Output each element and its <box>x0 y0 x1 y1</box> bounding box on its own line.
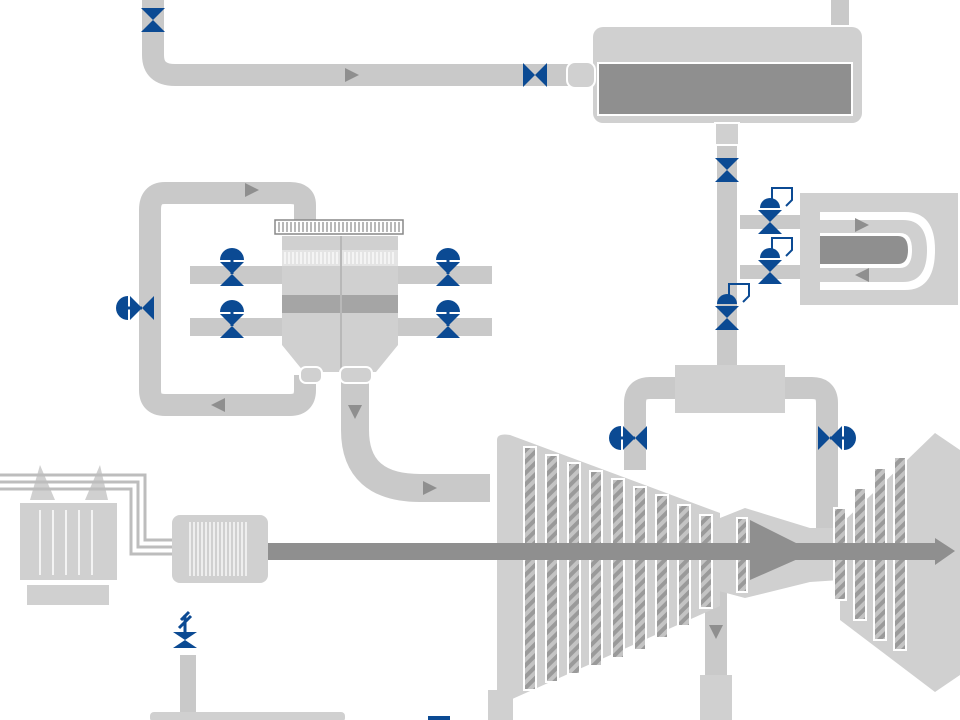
flow-arrows <box>211 68 869 639</box>
bottom-tank <box>150 712 345 720</box>
gate-valve-icon[interactable] <box>220 300 244 338</box>
flow-arrow-icon <box>423 481 437 495</box>
gate-valve-icon[interactable] <box>715 283 750 330</box>
shaft-tip <box>935 538 955 565</box>
gate-valve-icon[interactable] <box>609 426 647 450</box>
valves <box>116 8 856 648</box>
flow-arrow-icon <box>211 398 225 412</box>
vessel-outlet-left <box>299 366 323 384</box>
top-pipe <box>142 0 585 86</box>
gate-valve-icon[interactable] <box>523 63 547 87</box>
turbine-blade <box>699 514 713 609</box>
condenser-nozzle <box>566 61 596 89</box>
vessel-grid-lines <box>278 222 400 232</box>
flow-arrow-icon <box>245 183 259 197</box>
turbine-blade <box>523 446 537 691</box>
turbine-blade <box>589 470 603 667</box>
turbine-blade <box>611 478 625 659</box>
gate-valve-icon[interactable] <box>220 248 244 286</box>
vessel-grid-lines-2 <box>284 252 394 264</box>
transformer-fins <box>39 510 93 575</box>
flow-arrow-icon <box>348 405 362 419</box>
turbine-blade <box>545 454 559 683</box>
u-tube-dark <box>820 236 908 264</box>
equipment <box>0 27 960 720</box>
turbine-blade <box>633 486 647 651</box>
gate-valve-icon[interactable] <box>758 237 793 284</box>
gate-valve-icon[interactable] <box>141 8 165 32</box>
gate-valve-icon[interactable] <box>116 296 154 320</box>
transformer-base <box>27 585 109 605</box>
bottom-blue-mark <box>428 716 450 720</box>
flow-arrow-icon <box>855 218 869 232</box>
flow-arrow-icon <box>855 268 869 282</box>
gate-valve-icon[interactable] <box>715 158 739 182</box>
shaft <box>268 543 938 560</box>
transformer-bushings <box>30 465 108 500</box>
turbine-blade <box>677 504 691 627</box>
power-wires <box>0 473 172 556</box>
gate-valve-icon[interactable] <box>818 426 856 450</box>
turbine-drain-box <box>700 675 732 720</box>
header-right-pipe <box>785 377 838 530</box>
turbine-blade <box>655 494 669 639</box>
gate-valve-icon[interactable] <box>436 248 460 286</box>
header-left-pipe <box>624 377 678 470</box>
transformer <box>20 503 117 580</box>
turbine-blades <box>523 446 907 691</box>
turbine-blade <box>567 462 581 675</box>
gate-valve-icon[interactable] <box>758 187 793 234</box>
condenser-bottom-nozzle <box>714 122 740 146</box>
generator <box>172 515 268 583</box>
generator-fins <box>189 522 247 576</box>
control-valve-icon[interactable] <box>173 610 197 648</box>
gate-valve-icon[interactable] <box>436 300 460 338</box>
condenser-inner <box>597 62 853 116</box>
vessel-outlet-right <box>339 366 373 384</box>
downcomer-pipe <box>341 378 490 502</box>
flow-arrow-icon <box>345 68 359 82</box>
flow-arrow-icon <box>709 625 723 639</box>
left-drain-box <box>488 690 513 720</box>
header-box <box>675 365 785 413</box>
